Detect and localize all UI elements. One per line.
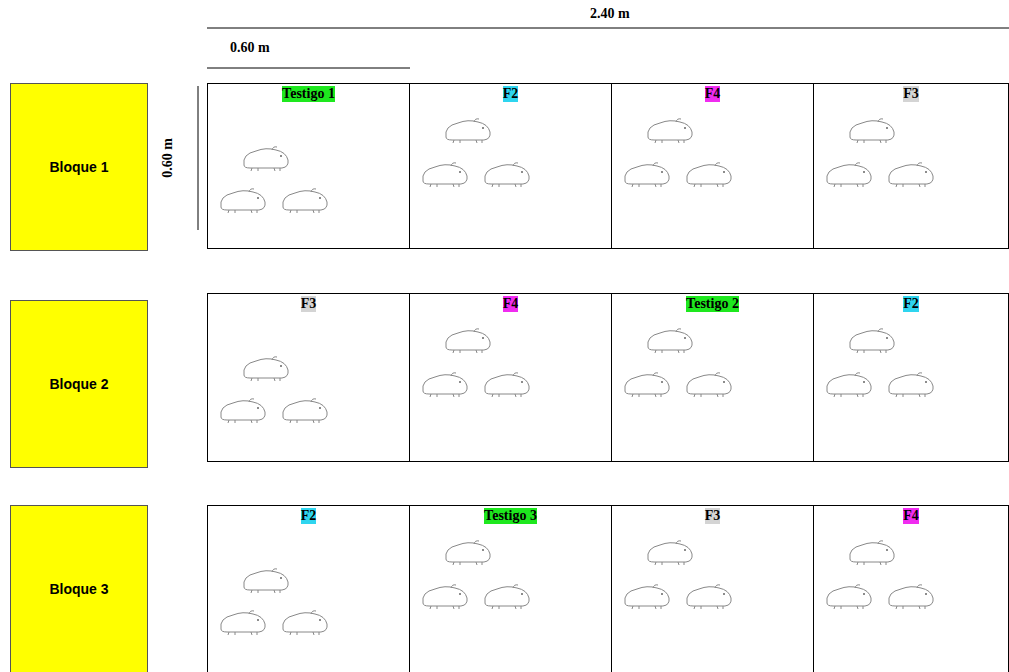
guinea-pig-icon bbox=[850, 119, 894, 143]
dimension-line bbox=[207, 28, 1009, 29]
guinea-pig-icon bbox=[485, 163, 529, 187]
block-label: Bloque 1 bbox=[49, 159, 108, 175]
treatment-cell: F2 bbox=[207, 505, 410, 672]
guinea-pig-icon bbox=[687, 373, 731, 397]
treatment-cell: F2 bbox=[409, 83, 612, 249]
guinea-pig-icon bbox=[687, 585, 731, 609]
treatment-cell: F4 bbox=[409, 293, 612, 462]
treatment-cell: F3 bbox=[611, 505, 814, 672]
block-box: Bloque 1 bbox=[10, 83, 148, 251]
treatment-cell: F4 bbox=[611, 83, 814, 249]
guinea-pig-icon bbox=[283, 399, 327, 423]
treatment-label: F4 bbox=[705, 86, 721, 102]
treatment-label: F3 bbox=[903, 86, 919, 102]
guinea-pig-icon bbox=[648, 329, 692, 353]
treatment-label: Testigo 3 bbox=[484, 508, 537, 524]
treatment-label: F2 bbox=[301, 508, 317, 524]
dimension-label: 2.40 m bbox=[590, 6, 630, 22]
guinea-pig-icon bbox=[485, 585, 529, 609]
treatment-cell: Testigo 2 bbox=[611, 293, 814, 462]
guinea-pig-icon bbox=[244, 147, 288, 171]
guinea-pig-icon bbox=[687, 163, 731, 187]
guinea-pig-icon bbox=[625, 373, 669, 397]
guinea-pig-icon bbox=[889, 585, 933, 609]
dimension-label: 0.60 m bbox=[230, 40, 270, 56]
guinea-pig-icon bbox=[423, 373, 467, 397]
guinea-pig-icon bbox=[423, 163, 467, 187]
guinea-pig-icon bbox=[423, 585, 467, 609]
guinea-pig-icon bbox=[485, 373, 529, 397]
dimension-line bbox=[198, 86, 199, 230]
guinea-pig-icon bbox=[446, 119, 490, 143]
treatment-cell: F3 bbox=[813, 83, 1009, 249]
guinea-pig-icon bbox=[446, 329, 490, 353]
guinea-pig-icon bbox=[244, 569, 288, 593]
guinea-pig-icon bbox=[625, 163, 669, 187]
block-label: Bloque 2 bbox=[49, 376, 108, 392]
guinea-pig-icon bbox=[889, 163, 933, 187]
treatment-cell: F2 bbox=[813, 293, 1009, 462]
guinea-pig-icon bbox=[827, 373, 871, 397]
guinea-pig-icon bbox=[850, 329, 894, 353]
treatment-cell: F3 bbox=[207, 293, 410, 462]
treatment-label: F4 bbox=[903, 508, 919, 524]
treatment-cell: F4 bbox=[813, 505, 1009, 672]
treatment-cell: Testigo 1 bbox=[207, 83, 410, 249]
treatment-label: Testigo 1 bbox=[282, 86, 335, 102]
treatment-label: F2 bbox=[503, 86, 519, 102]
guinea-pig-icon bbox=[827, 585, 871, 609]
treatment-label: F2 bbox=[903, 296, 919, 312]
treatment-cell: Testigo 3 bbox=[409, 505, 612, 672]
guinea-pig-icon bbox=[648, 119, 692, 143]
guinea-pig-icon bbox=[221, 189, 265, 213]
guinea-pig-icon bbox=[283, 189, 327, 213]
guinea-pig-icon bbox=[221, 611, 265, 635]
block-label: Bloque 3 bbox=[49, 581, 108, 597]
guinea-pig-icon bbox=[283, 611, 327, 635]
guinea-pig-icon bbox=[625, 585, 669, 609]
treatment-label: F4 bbox=[503, 296, 519, 312]
dimension-label: 0.60 m bbox=[160, 138, 176, 178]
block-box: Bloque 3 bbox=[10, 505, 148, 672]
guinea-pig-icon bbox=[827, 163, 871, 187]
treatment-label: F3 bbox=[301, 296, 317, 312]
guinea-pig-icon bbox=[446, 541, 490, 565]
block-box: Bloque 2 bbox=[10, 300, 148, 468]
guinea-pig-icon bbox=[850, 541, 894, 565]
dimension-line bbox=[207, 68, 410, 69]
guinea-pig-icon bbox=[889, 373, 933, 397]
guinea-pig-group bbox=[221, 119, 933, 635]
treatment-label: F3 bbox=[705, 508, 721, 524]
treatment-label: Testigo 2 bbox=[686, 296, 739, 312]
guinea-pig-icon bbox=[244, 357, 288, 381]
guinea-pig-icon bbox=[221, 399, 265, 423]
guinea-pig-icon bbox=[648, 541, 692, 565]
